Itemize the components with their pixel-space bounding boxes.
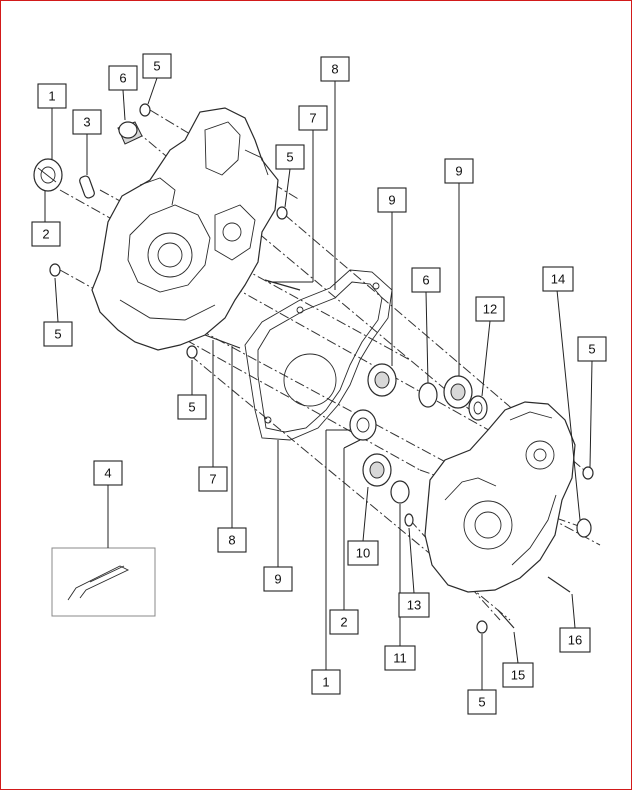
pin-5b — [276, 206, 288, 220]
gasket — [244, 269, 393, 441]
svg-text:8: 8 — [331, 62, 338, 77]
callout-5e: 5 — [177, 394, 207, 420]
pin-5c — [49, 263, 61, 277]
callout-9c: 9 — [263, 566, 293, 592]
callout-8a: 8 — [320, 56, 350, 82]
bearing-9b — [443, 375, 473, 409]
svg-text:8: 8 — [228, 533, 235, 548]
right-crankcase-half — [424, 401, 576, 593]
callout-8b: 8 — [217, 527, 247, 553]
svg-text:9: 9 — [388, 193, 395, 208]
svg-text:5: 5 — [54, 327, 61, 342]
callout-3: 3 — [72, 109, 102, 135]
pin-13 — [404, 513, 414, 527]
svg-text:16: 16 — [568, 633, 582, 648]
bearing-9a — [367, 363, 397, 397]
svg-text:5: 5 — [588, 342, 595, 357]
svg-text:10: 10 — [356, 546, 370, 561]
callout-11: 11 — [384, 645, 416, 671]
callout-5d: 5 — [43, 321, 73, 347]
svg-text:1: 1 — [48, 89, 55, 104]
pin-5f — [476, 620, 488, 634]
callout-2a: 2 — [31, 221, 61, 247]
left-crankcase-half — [91, 107, 279, 351]
svg-text:5: 5 — [188, 400, 195, 415]
svg-text:15: 15 — [511, 668, 525, 683]
callout-5a: 5 — [142, 53, 172, 79]
callout-12: 12 — [475, 296, 505, 322]
svg-text:9: 9 — [274, 572, 281, 587]
callout-4: 4 — [93, 460, 123, 486]
bearing-10 — [362, 453, 392, 487]
callout-5b: 5 — [275, 144, 305, 170]
oil-seal-1a — [33, 158, 63, 192]
callout-16: 16 — [559, 627, 591, 653]
callout-14: 14 — [542, 266, 574, 292]
svg-text:6: 6 — [422, 273, 429, 288]
svg-text:7: 7 — [209, 472, 216, 487]
bolt-7b — [204, 334, 241, 349]
bushing-6b — [418, 382, 438, 408]
pin-5a — [139, 103, 151, 117]
callout-7b: 7 — [198, 466, 228, 492]
svg-text:1: 1 — [322, 675, 329, 690]
svg-text:14: 14 — [551, 272, 565, 287]
bushing-11 — [390, 480, 410, 504]
callout-6b: 6 — [411, 267, 441, 293]
callout-15: 15 — [502, 662, 534, 688]
leader-lines — [44, 77, 593, 690]
seal-12 — [468, 395, 488, 421]
seal-14 — [576, 518, 592, 538]
bolt-15 — [497, 609, 515, 629]
bushing-6a — [117, 121, 143, 145]
callout-5f: 5 — [467, 689, 497, 715]
callout-9b: 9 — [444, 158, 474, 184]
callout-1a: 1 — [37, 83, 67, 109]
svg-text:6: 6 — [119, 71, 126, 86]
svg-text:5: 5 — [286, 150, 293, 165]
inset-part-4 — [51, 547, 156, 617]
bolt-16 — [547, 576, 571, 593]
svg-text:5: 5 — [153, 59, 160, 74]
callout-6a: 6 — [108, 65, 138, 91]
svg-text:4: 4 — [104, 466, 111, 481]
pin-5d — [186, 345, 198, 359]
pin-5e — [582, 466, 594, 480]
callout-5c: 5 — [577, 336, 607, 362]
callout-13: 13 — [398, 592, 430, 618]
callout-9a: 9 — [377, 187, 407, 213]
callout-1b: 1 — [311, 669, 341, 695]
svg-text:5: 5 — [478, 695, 485, 710]
callout-7a: 7 — [298, 105, 328, 131]
svg-text:13: 13 — [407, 598, 421, 613]
svg-text:12: 12 — [483, 302, 497, 317]
dowel-pin-3 — [79, 175, 95, 199]
callout-10: 10 — [347, 540, 379, 566]
callout-2b: 2 — [329, 609, 359, 635]
svg-text:11: 11 — [393, 651, 407, 666]
oil-seal-1b — [349, 409, 377, 441]
svg-text:7: 7 — [309, 111, 316, 126]
svg-text:2: 2 — [340, 615, 347, 630]
svg-text:3: 3 — [83, 115, 90, 130]
svg-text:2: 2 — [42, 227, 49, 242]
svg-text:9: 9 — [455, 164, 462, 179]
